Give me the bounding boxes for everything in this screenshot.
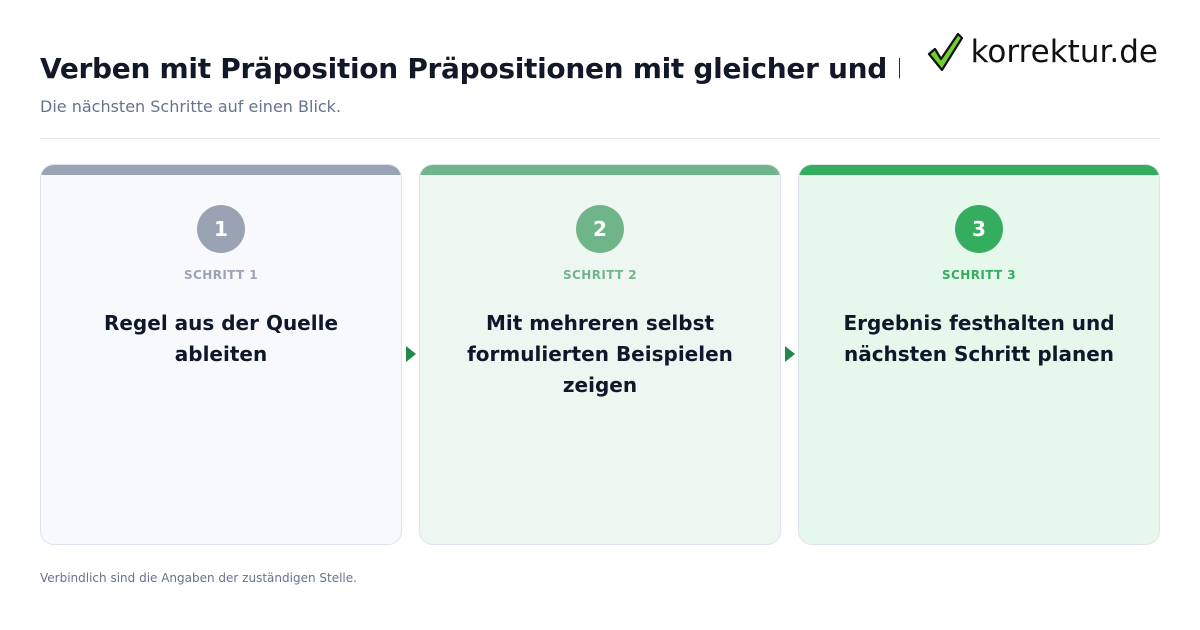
header-divider — [40, 138, 1160, 139]
arrow-right-icon — [785, 346, 795, 362]
page-title: Verben mit Präposition Präpositionen mit… — [40, 52, 900, 85]
step-number-badge: 3 — [955, 205, 1003, 253]
step-label: SCHRITT 1 — [184, 268, 258, 282]
step-number-badge: 2 — [576, 205, 624, 253]
step-card-accent-bar — [799, 165, 1159, 175]
brand-name: korrektur.de — [970, 34, 1158, 70]
step-label: SCHRITT 3 — [942, 268, 1016, 282]
step-card-accent-bar — [420, 165, 780, 175]
brand-logo[interactable]: korrektur.de — [927, 28, 1158, 76]
step-card-2: 2 SCHRITT 2 Mit mehreren selbst formulie… — [419, 164, 781, 545]
step-number-badge: 1 — [197, 205, 245, 253]
arrow-right-icon — [406, 346, 416, 362]
step-description: Regel aus der Quelle ableiten — [103, 311, 339, 366]
step-card-1: 1 SCHRITT 1 Regel aus der Quelle ableite… — [40, 164, 402, 545]
step-card-3: 3 SCHRITT 3 Ergebnis festhalten und näch… — [798, 164, 1160, 545]
page-subtitle: Die nächsten Schritte auf einen Blick. — [40, 97, 342, 116]
footer-disclaimer: Verbindlich sind die Angaben der zuständ… — [40, 571, 357, 585]
step-label: SCHRITT 2 — [563, 268, 637, 282]
checkmark-icon — [927, 32, 963, 72]
step-description: Mit mehreren selbst formulierten Beispie… — [467, 311, 733, 397]
step-description: Ergebnis festhalten und nächsten Schritt… — [843, 311, 1115, 366]
step-card-accent-bar — [41, 165, 401, 175]
